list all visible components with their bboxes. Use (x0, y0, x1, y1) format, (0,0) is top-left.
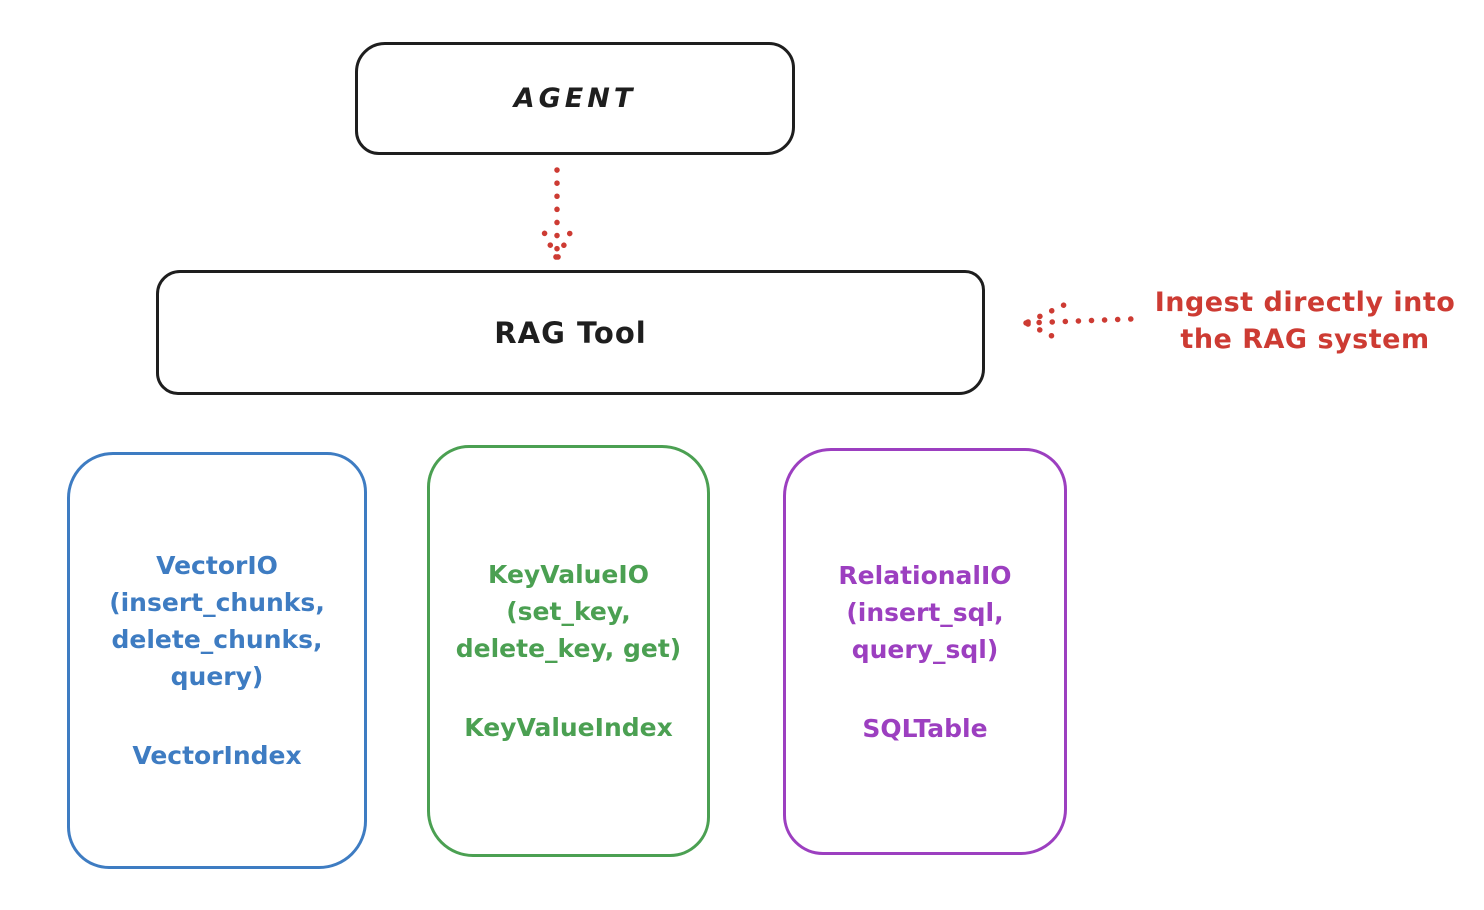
store-line: delete_chunks, (111, 625, 323, 654)
store-line: delete_key, get) (455, 634, 682, 663)
store-line: (insert_sql, (846, 597, 1004, 627)
keyvalue-io-box[interactable]: KeyValueIO (set_key, delete_key, get) Ke… (427, 445, 710, 857)
agent-label: AGENT (513, 83, 637, 114)
arrowhead-upper-wing (1025, 302, 1067, 325)
store-line: VectorIO (156, 551, 278, 580)
vector-io-box[interactable]: VectorIO (insert_chunks, delete_chunks, … (67, 452, 367, 869)
store-line: (insert_chunks, (109, 588, 325, 617)
agent-box[interactable]: AGENT (355, 42, 795, 155)
store-line: KeyValueIO (488, 560, 649, 589)
rag-tool-label: RAG Tool (494, 315, 647, 350)
vector-index-label: VectorIndex (132, 741, 302, 770)
arrowhead-lower-wing (1025, 321, 1065, 344)
arrowhead-left-wing (539, 225, 559, 260)
arrow-shaft (1023, 316, 1135, 326)
store-line: query) (170, 662, 264, 691)
store-line: RelationalIO (838, 560, 1012, 590)
store-line: query_sql) (851, 634, 999, 664)
annotation-to-ragtool-arrow (1023, 302, 1135, 344)
ingest-annotation-line2: the RAG system (1180, 324, 1430, 355)
agent-to-ragtool-arrow (539, 167, 577, 260)
ingest-annotation-line1: Ingest directly into (1154, 287, 1456, 318)
keyvalue-index-label: KeyValueIndex (464, 713, 673, 742)
ingest-annotation: Ingest directly into the RAG system (1135, 284, 1475, 358)
store-line: (set_key, (506, 597, 631, 626)
relational-io-box[interactable]: RelationalIO (insert_sql, query_sql) SQL… (783, 448, 1067, 855)
sql-table-label: SQLTable (862, 713, 988, 743)
arrowhead-right-wing (555, 222, 577, 260)
rag-tool-box[interactable]: RAG Tool (156, 270, 985, 395)
